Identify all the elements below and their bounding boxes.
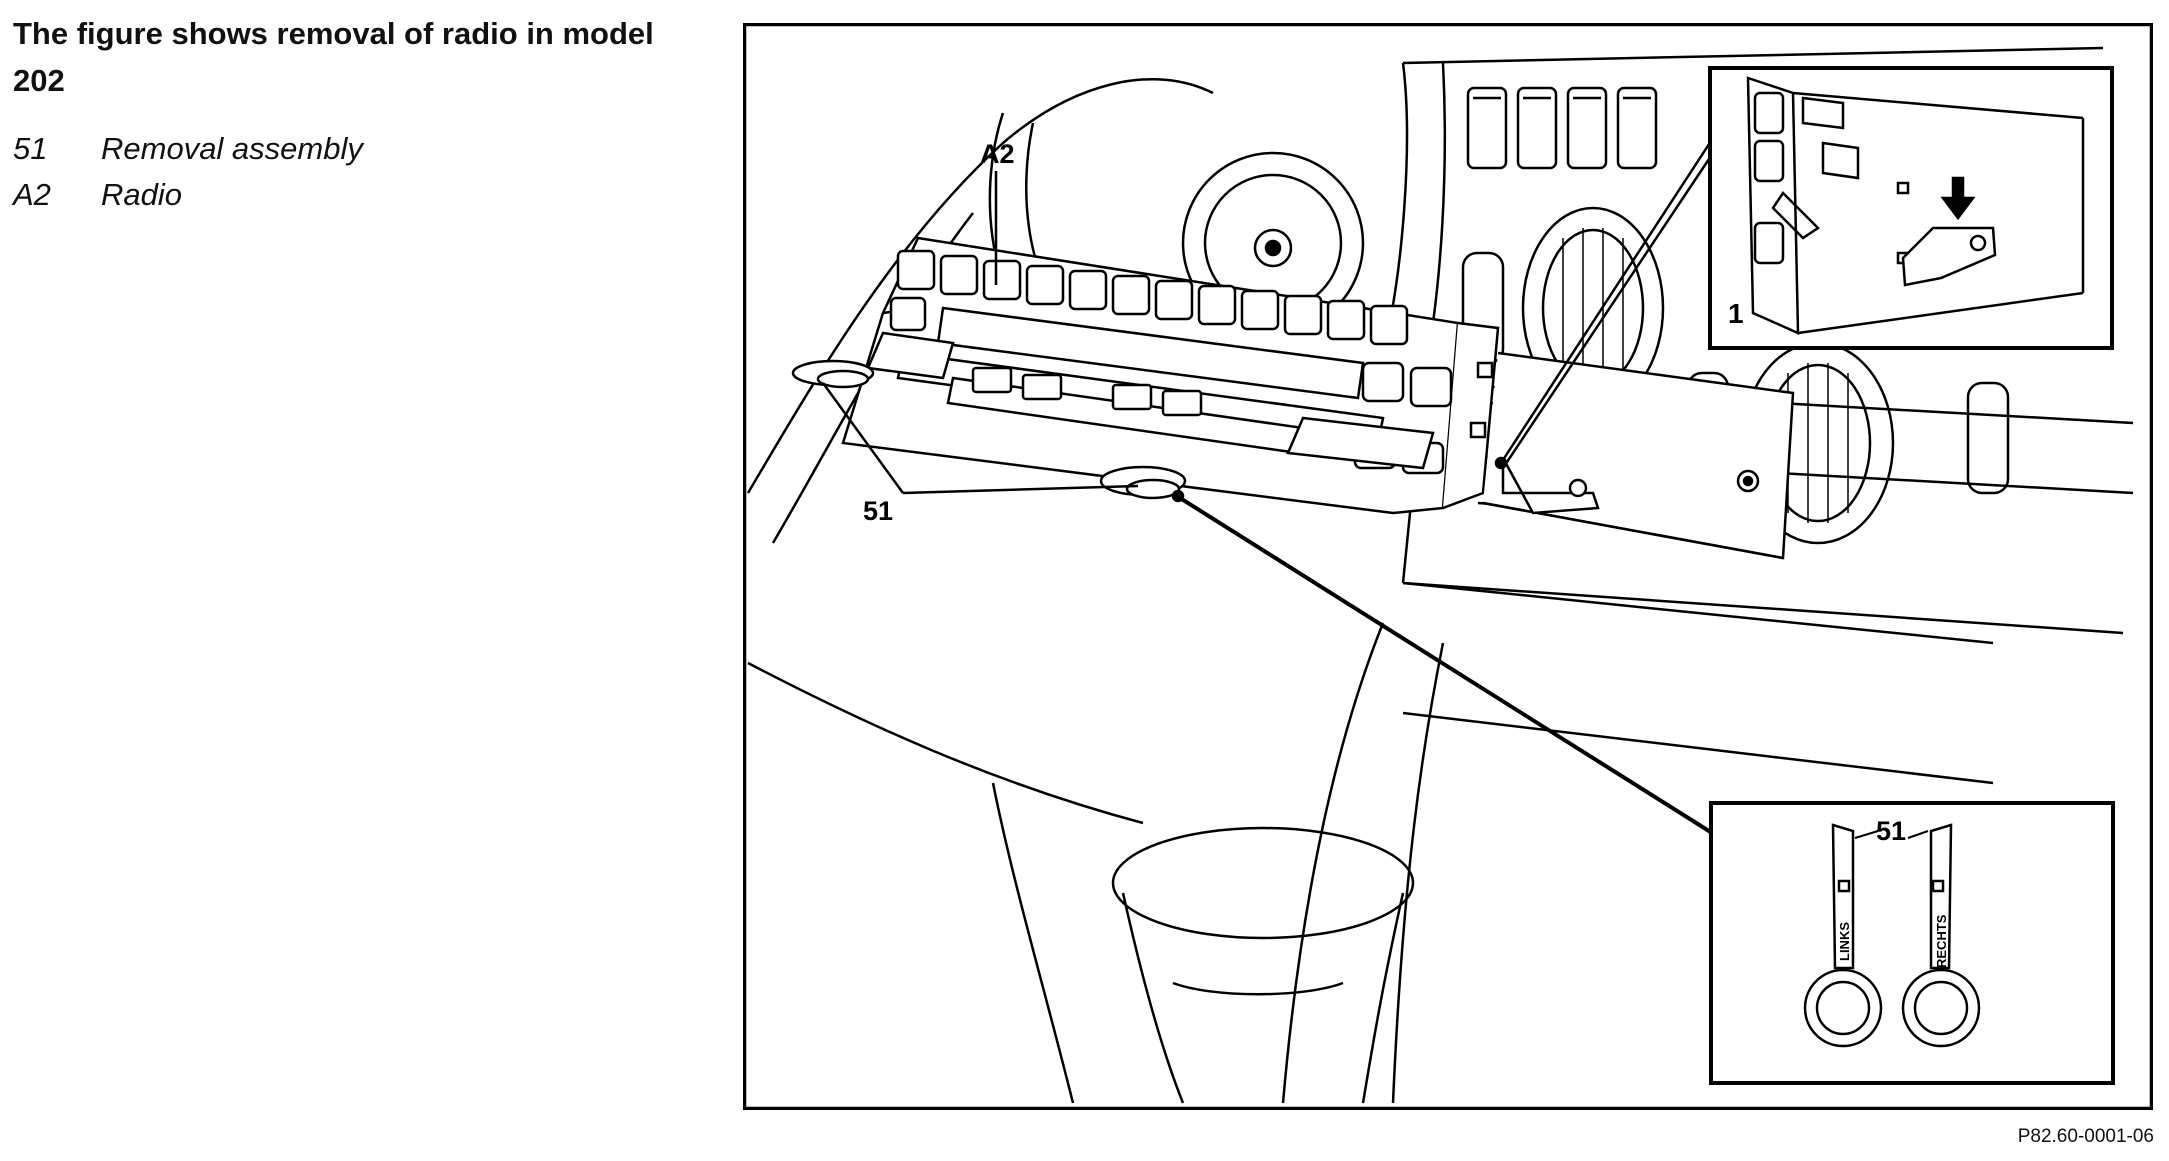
leader-lines (821, 137, 1730, 845)
legend: 51 Removal assembly A2 Radio (13, 126, 673, 218)
legend-text: Radio (101, 177, 182, 212)
callout-1: 1 (1728, 298, 1744, 329)
removal-tools-inserted (791, 359, 1187, 500)
callout-a2: A2 (980, 139, 1015, 169)
legend-number: 51 (13, 131, 48, 166)
callout-51-detail: 51 (1876, 816, 1906, 846)
callout-51: 51 (863, 496, 893, 526)
radio-unit (841, 236, 1795, 560)
legend-item: 51 Removal assembly (13, 126, 673, 172)
legend-text: Removal assembly (101, 131, 363, 166)
detail-inset-clip (1708, 66, 2114, 350)
figure-reference: P82.60-0001-06 (2017, 1126, 2154, 1147)
detail-inset-tools (1709, 801, 2115, 1085)
tool-label-rechts: RECHTS (1934, 914, 1949, 968)
technical-illustration: A2 51 1 (743, 23, 2153, 1110)
figure-caption: The figure shows removal of radio in mod… (13, 10, 673, 218)
tool-label-links: LINKS (1837, 922, 1852, 961)
legend-item: A2 Radio (13, 172, 673, 218)
legend-number: A2 (13, 177, 51, 212)
figure-frame (743, 23, 2153, 1110)
caption-title: The figure shows removal of radio in mod… (13, 16, 654, 98)
